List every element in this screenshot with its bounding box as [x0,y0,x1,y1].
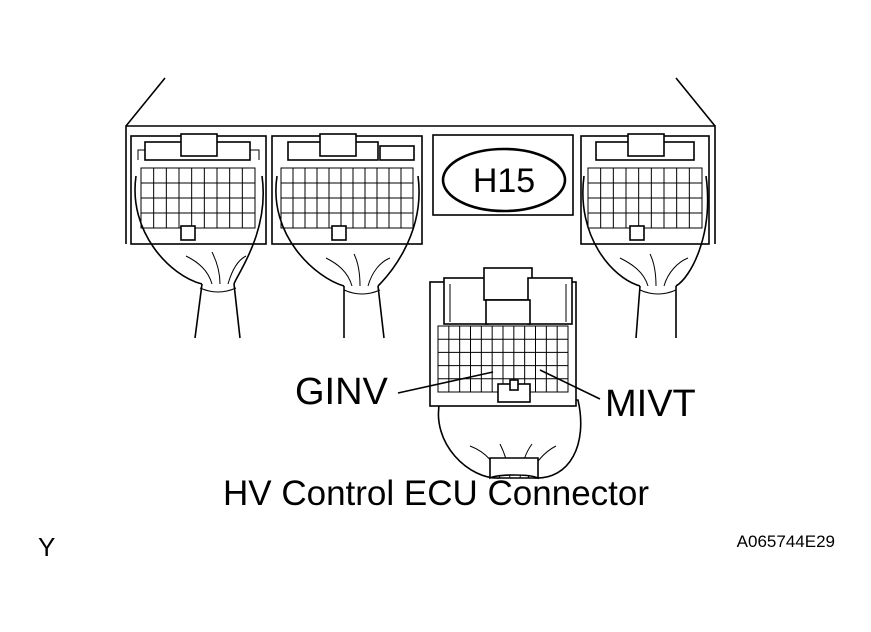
ginv-label: GINV [295,371,389,413]
mivt-label: MIVT [605,383,696,425]
pin-grid [587,167,703,229]
callout-mivt: MIVT [539,369,696,425]
callout-ginv: GINV [295,371,494,413]
detached-connector [429,267,582,480]
ecu-housing [125,77,716,244]
ecu-header-connector-2 [271,133,423,245]
harness-plug-1 [134,175,264,339]
ecu-header-connector-3 [580,133,710,245]
ecu-header-connector-1 [130,133,267,245]
h15-label-panel: H15 [432,134,574,216]
pin-grid [280,167,414,229]
h15-label-oval [441,147,567,213]
harness-plug-3 [582,175,709,339]
h15-label: H15 [473,162,535,200]
diagram-caption: HV Control ECU Connector [223,474,649,513]
figure-reference: A065744E29 [737,532,835,551]
corner-letter: Y [38,532,55,562]
harness-plug-2 [275,175,420,339]
pin-grid [140,167,256,229]
